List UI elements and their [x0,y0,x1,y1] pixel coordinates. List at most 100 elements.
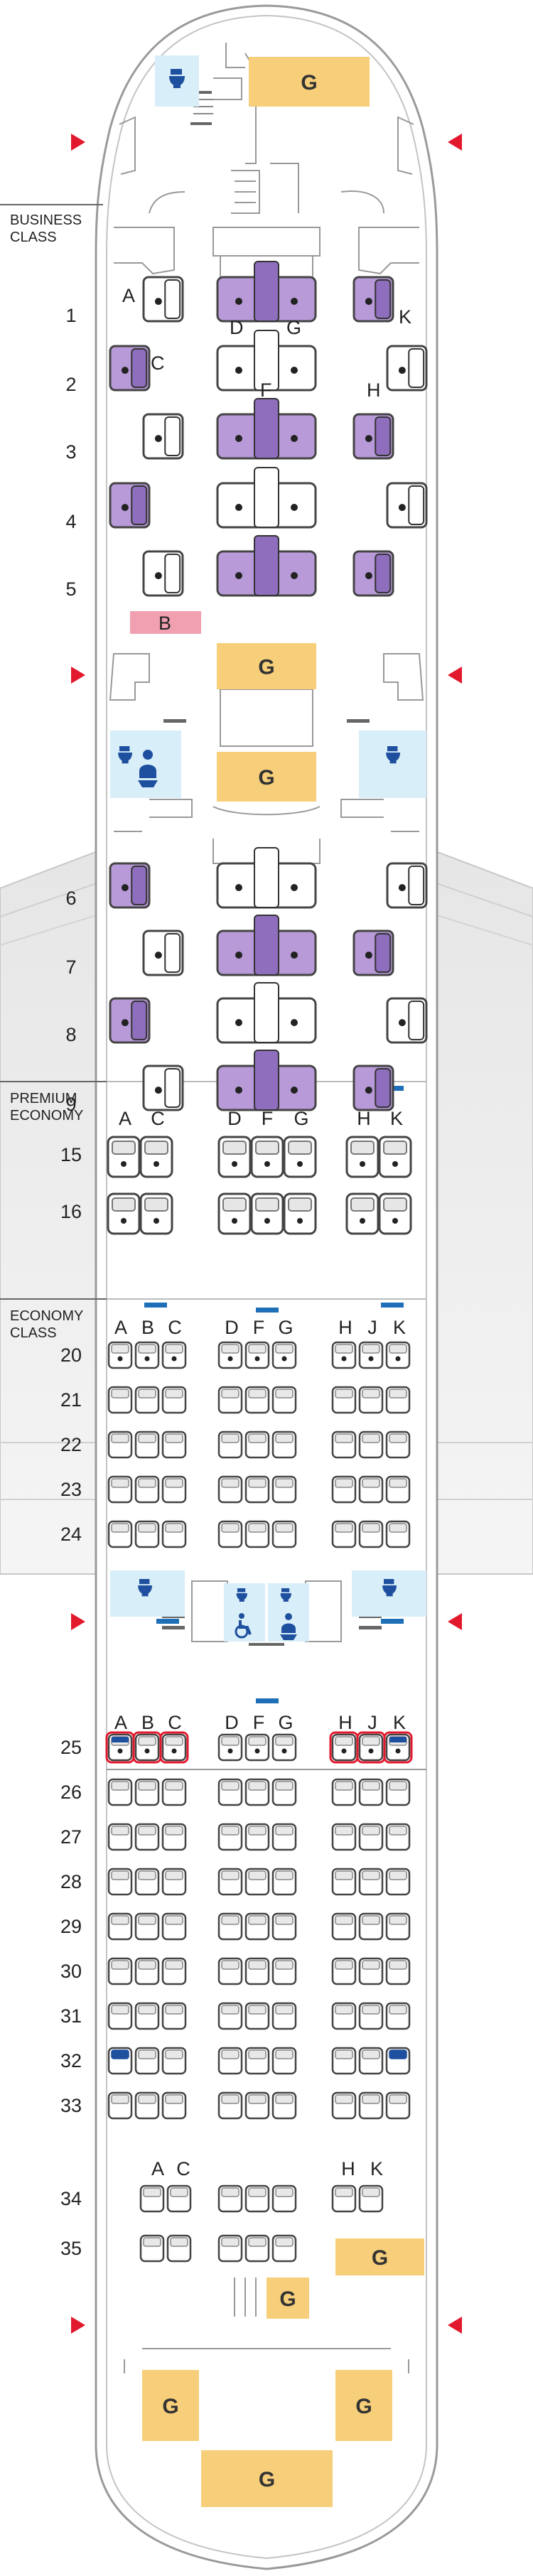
economy-seat-23J[interactable] [358,1475,384,1504]
economy-seat-24K[interactable] [385,1520,411,1548]
economy-seat-33G[interactable] [271,2091,297,2120]
economy-seat-23G[interactable] [271,1475,297,1504]
economy-seat-22A[interactable] [107,1430,133,1459]
economy-seat-22K[interactable] [385,1430,411,1459]
premium-seat-16C[interactable] [139,1192,173,1235]
business-seat-center-row6[interactable] [216,847,317,909]
economy-seat-29G[interactable] [271,1912,297,1941]
business-seat-center-row3[interactable] [216,398,317,460]
economy-seat-30H[interactable] [331,1957,357,1985]
economy-seat-25J[interactable] [356,1731,386,1764]
economy-seat-25H[interactable] [329,1731,359,1764]
premium-seat-16K[interactable] [378,1192,412,1235]
economy-seat-27C[interactable] [161,1823,187,1851]
premium-seat-15C[interactable] [139,1136,173,1178]
economy-seat-35-4[interactable] [244,2234,270,2263]
economy-seat-32F[interactable] [244,2047,270,2075]
economy-seat-24D[interactable] [217,1520,243,1548]
economy-seat-31D[interactable] [217,2002,243,2030]
economy-seat-33C[interactable] [161,2091,187,2120]
business-seat-left-row4[interactable] [109,482,151,529]
business-seat-right-row4[interactable] [386,482,428,529]
premium-seat-15K[interactable] [378,1136,412,1178]
economy-seat-28D[interactable] [217,1868,243,1896]
economy-seat-30F[interactable] [244,1957,270,1985]
economy-seat-30J[interactable] [358,1957,384,1985]
economy-seat-29D[interactable] [217,1912,243,1941]
economy-seat-33F[interactable] [244,2091,270,2120]
economy-seat-28C[interactable] [161,1868,187,1896]
economy-seat-32J[interactable] [358,2047,384,2075]
economy-seat-25A[interactable] [105,1731,135,1764]
economy-seat-32G[interactable] [271,2047,297,2075]
business-seat-left-row9[interactable] [142,1065,184,1111]
economy-seat-33A[interactable] [107,2091,133,2120]
business-seat-left-row1[interactable] [142,276,184,323]
economy-seat-33B[interactable] [134,2091,160,2120]
economy-seat-20F[interactable] [244,1341,270,1369]
economy-seat-31B[interactable] [134,2002,160,2030]
economy-seat-31J[interactable] [358,2002,384,2030]
economy-seat-23H[interactable] [331,1475,357,1504]
economy-seat-34-4[interactable] [244,2184,270,2213]
economy-seat-22C[interactable] [161,1430,187,1459]
economy-seat-23D[interactable] [217,1475,243,1504]
business-seat-center-row5[interactable] [216,535,317,597]
economy-seat-33H[interactable] [331,2091,357,2120]
economy-seat-26C[interactable] [161,1778,187,1806]
economy-seat-34-5[interactable] [271,2184,297,2213]
economy-seat-22B[interactable] [134,1430,160,1459]
business-seat-right-row3[interactable] [352,413,394,460]
economy-seat-31K[interactable] [385,2002,411,2030]
economy-seat-24B[interactable] [134,1520,160,1548]
economy-seat-24H[interactable] [331,1520,357,1548]
economy-seat-34-2[interactable] [166,2184,192,2213]
economy-seat-35-1[interactable] [139,2234,165,2263]
economy-seat-29A[interactable] [107,1912,133,1941]
economy-seat-21K[interactable] [385,1386,411,1414]
economy-seat-31F[interactable] [244,2002,270,2030]
economy-seat-23K[interactable] [385,1475,411,1504]
economy-seat-31C[interactable] [161,2002,187,2030]
economy-seat-21H[interactable] [331,1386,357,1414]
economy-seat-32A[interactable] [107,2047,133,2075]
economy-seat-26G[interactable] [271,1778,297,1806]
economy-seat-35-3[interactable] [217,2234,243,2263]
economy-seat-25K[interactable] [383,1731,413,1764]
economy-seat-24J[interactable] [358,1520,384,1548]
economy-seat-32H[interactable] [331,2047,357,2075]
economy-seat-21B[interactable] [134,1386,160,1414]
economy-seat-26B[interactable] [134,1778,160,1806]
economy-seat-29B[interactable] [134,1912,160,1941]
business-seat-left-row2[interactable] [109,345,151,392]
economy-seat-26J[interactable] [358,1778,384,1806]
economy-seat-25B[interactable] [132,1731,162,1764]
economy-seat-25C[interactable] [159,1731,189,1764]
business-seat-right-row8[interactable] [386,997,428,1044]
economy-seat-28H[interactable] [331,1868,357,1896]
economy-seat-28G[interactable] [271,1868,297,1896]
business-seat-right-row6[interactable] [386,862,428,909]
economy-seat-34-6[interactable] [331,2184,357,2213]
economy-seat-21C[interactable] [161,1386,187,1414]
economy-seat-23A[interactable] [107,1475,133,1504]
economy-seat-23C[interactable] [161,1475,187,1504]
premium-seat-15H[interactable] [345,1136,379,1178]
economy-seat-25D[interactable] [217,1733,243,1762]
economy-seat-27B[interactable] [134,1823,160,1851]
economy-seat-28B[interactable] [134,1868,160,1896]
economy-seat-20C[interactable] [161,1341,187,1369]
business-seat-right-row5[interactable] [352,550,394,597]
economy-seat-30K[interactable] [385,1957,411,1985]
business-seat-right-row1[interactable] [352,276,394,323]
economy-seat-28K[interactable] [385,1868,411,1896]
economy-seat-20D[interactable] [217,1341,243,1369]
economy-seat-21D[interactable] [217,1386,243,1414]
economy-seat-34-1[interactable] [139,2184,165,2213]
economy-seat-29C[interactable] [161,1912,187,1941]
economy-seat-31H[interactable] [331,2002,357,2030]
business-seat-center-row8[interactable] [216,982,317,1044]
business-seat-right-row9[interactable] [352,1065,394,1111]
economy-seat-32D[interactable] [217,2047,243,2075]
economy-seat-29H[interactable] [331,1912,357,1941]
